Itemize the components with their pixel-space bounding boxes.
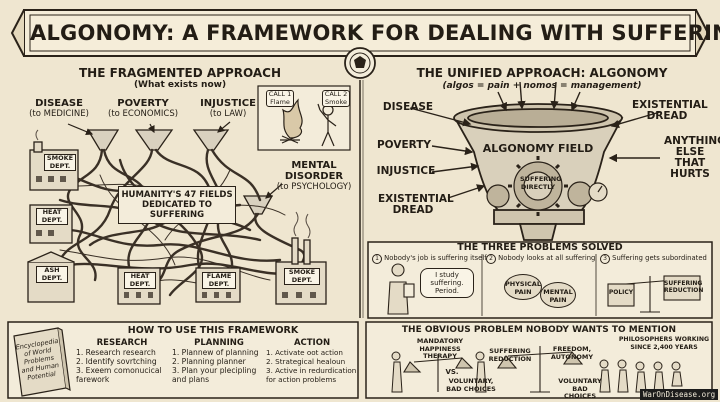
right-input-arrows [409,81,661,199]
vs-label: VS. [445,368,459,376]
freedom-autonomy-label: FREEDOM, AUTONOMY [550,345,594,361]
voluntary-bad-choices-right: VOLUNTARY BAD CHOICES [558,377,602,400]
input-poverty-right: POVERTY [376,139,432,151]
problems-heading: THE THREE PROBLEMS SOLVED [457,242,623,253]
scientist-figure [387,263,415,315]
input-poverty-left: POVERTY (to ECONOMICS) [108,98,179,119]
crest-medallion [344,47,376,79]
call-1-bubble: CALL 1 Flame [266,90,294,107]
scales-icon [607,275,701,313]
encyclopedia-title: Encyclopedia of World Problems and Human… [15,336,60,383]
input-injustice-left: INJUSTICE (to LAW) [200,98,256,119]
planning-column: PLANNING 1. Plannew of planning 2. Plann… [172,338,259,384]
balance-scales [403,346,584,393]
input-existential-dread-right: EXISTENTIAL DREAD [378,193,454,216]
dept-sign-smoke-1: SMOKE DEPT. [44,154,76,171]
mental-pain-blob: MENTAL PAIN [540,282,576,308]
left-funnels [86,129,274,215]
dept-sign-heat-2: HEAT DEPT. [124,272,156,289]
unified-subheading: (algos = pain + nomos = management) [442,81,642,91]
unified-heading: THE UNIFIED APPROACH: ALGONOMY [416,66,668,80]
dept-sign-ash: ASH DEPT. [36,266,68,283]
input-disease-left: DISEASE (to MEDICINE) [29,98,89,119]
input-existential-dread-top: EXISTENTIAL DREAD [632,99,708,122]
philosophers-label: PHILOSOPHERS WORKING SINCE 2,400 YEARS [618,336,710,351]
mandatory-happiness-label: MANDATORY HAPPINESS THERAPY [416,337,464,360]
gears [486,161,608,211]
fields-label: HUMANITY'S 47 FIELDS DEDICATED TO SUFFER… [118,186,236,224]
voluntary-bad-choices-left: VOLUNTARY, BAD CHOICES [446,377,496,393]
howto-heading: HOW TO USE THIS FRAMEWORK [127,325,299,336]
action-column: ACTION 1. Activate oot action 2. Strateg… [266,338,357,384]
gear-label: SUFFERING DIRECTLY [520,175,562,191]
dept-sign-flame: FLAME DEPT. [202,272,236,289]
gear-teeth [508,156,568,216]
input-injustice-right: INJUSTICE [376,165,436,177]
problem-2-header: 2 Nobody looks at all suffering [486,254,596,264]
input-mental-disorder: MENTAL DISORDER (to PSYCHOLOGY) [276,160,352,192]
site-credit[interactable]: WarOnDisease.org [640,389,718,400]
scientist-speech-bubble: I study suffering. Period. [420,268,474,298]
physical-pain-blob: PHYSICAL PAIN [504,274,542,300]
suffering-reduction-label: SUFFERING REDUCTION [488,347,532,363]
dept-sign-smoke-2: SMOKE DEPT. [284,268,320,285]
figures-bottom [391,351,683,393]
dept-sign-heat-1: HEAT DEPT. [36,208,68,225]
call-2-bubble: CALL 2 Smoke [322,90,350,107]
building-windows [36,176,316,298]
policy-sign: POLICY [608,289,634,296]
encyclopedia-book [13,327,71,397]
suffering-reduction-sign: SUFFERING REDUCTION [664,280,704,294]
fragmented-heading: THE FRAGMENTED APPROACH [78,66,281,80]
obvious-heading: THE OBVIOUS PROBLEM NOBODY WANTS TO MENT… [401,325,677,335]
problem-1-header: 1 Nobody's job is suffering itself [372,254,487,264]
banner-title: ALGONOMY: A FRAMEWORK FOR DEALING WITH S… [30,21,720,45]
smoke-puffs [35,129,311,239]
input-disease-right: DISEASE [382,101,434,113]
problem-3-header: 3 Suffering gets subordinated [600,254,710,264]
fragmented-subheading: (What exists now) [133,80,227,90]
left-input-arrows [67,121,283,199]
algonomy-field-label: ALGONOMY FIELD [482,142,594,155]
input-anything-else: ANYTHING ELSE THAT HURTS [664,135,720,180]
research-column: RESEARCH 1. Research research 2. Identif… [76,338,162,384]
